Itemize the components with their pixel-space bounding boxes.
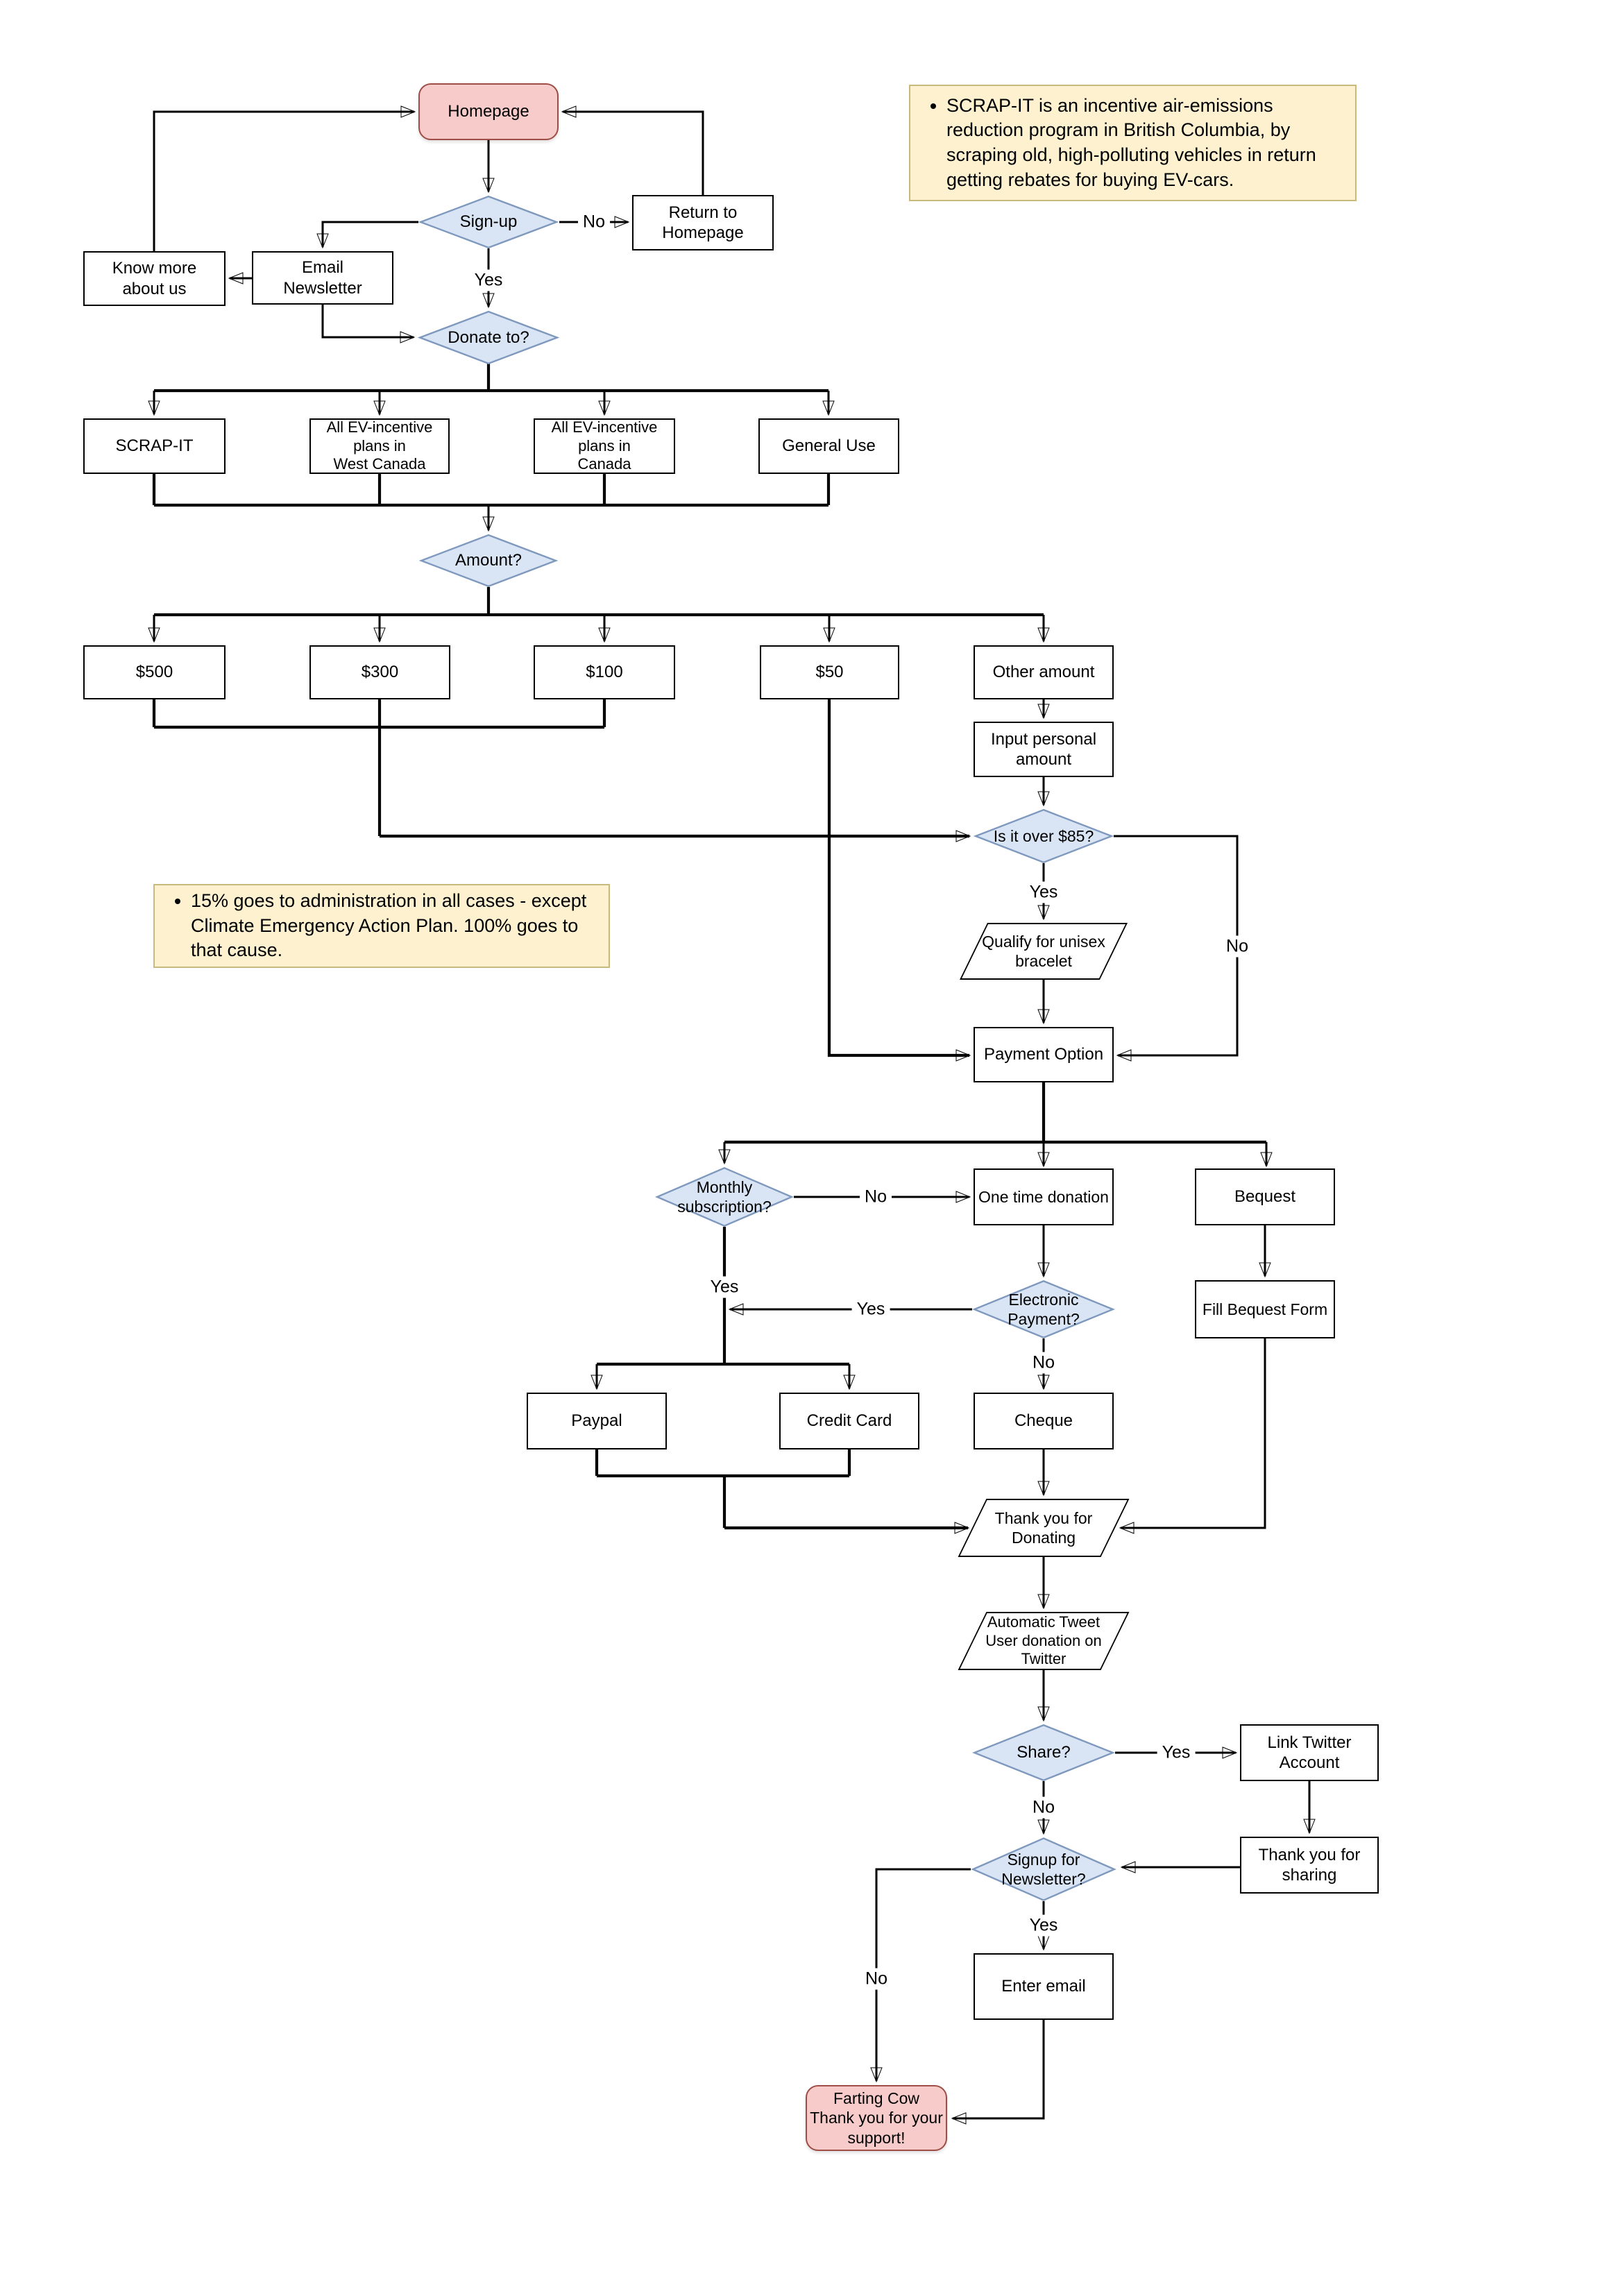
edge-label-electronic-yes: Yes	[851, 1298, 890, 1320]
note-admin-info: 15% goes to administration in all cases …	[153, 884, 610, 968]
decision-amount-label: Amount?	[454, 551, 522, 570]
node-homepage: Homepage	[418, 83, 559, 140]
node-email-newsletter-label: Email Newsletter	[283, 258, 362, 298]
node-thank-you-donating-label: Thank you for Donating	[994, 1508, 1093, 1547]
edge-label-over85-yes: Yes	[1024, 881, 1063, 903]
node-know-more-label: Know more about us	[112, 259, 197, 298]
node-bequest: Bequest	[1195, 1168, 1335, 1225]
note-scrapit-text: SCRAP-IT is an incentive air-emissions r…	[946, 94, 1343, 193]
node-ev-west: All EV-incentive plans in West Canada	[309, 418, 450, 474]
node-return-homepage: Return to Homepage	[632, 195, 774, 250]
node-email-newsletter: Email Newsletter	[252, 251, 393, 305]
node-farting-cow-label: Farting Cow Thank you for your support!	[810, 2089, 943, 2147]
node-input-personal: Input personal amount	[974, 722, 1114, 777]
node-ev-canada-label: All EV-incentive plans in Canada	[551, 418, 658, 473]
node-amount-100: $100	[534, 645, 675, 699]
node-know-more: Know more about us	[83, 251, 226, 306]
node-fill-bequest-form-label: Fill Bequest Form	[1202, 1300, 1328, 1318]
note-admin-text: 15% goes to administration in all cases …	[191, 889, 596, 963]
decision-electronic: Electronic Payment?	[972, 1280, 1115, 1338]
decision-signup-newsletter-label: Signup for Newsletter?	[1001, 1850, 1086, 1888]
decision-over85: Is it over $85?	[974, 809, 1114, 863]
edge-label-share-no: No	[1028, 1796, 1060, 1819]
node-ev-canada: All EV-incentive plans in Canada	[534, 418, 675, 474]
node-thanks-sharing: Thank you for sharing	[1240, 1837, 1379, 1894]
node-amount-50-label: $50	[815, 663, 844, 682]
node-link-twitter: Link Twitter Account	[1240, 1724, 1379, 1781]
node-auto-tweet: Automatic Tweet User donation on Twitter	[957, 1612, 1130, 1670]
edge-label-monthly-yes: Yes	[705, 1276, 744, 1298]
node-fill-bequest-form: Fill Bequest Form	[1195, 1280, 1335, 1338]
node-amount-500: $500	[83, 645, 226, 699]
node-link-twitter-label: Link Twitter Account	[1267, 1733, 1352, 1772]
node-thanks-sharing-label: Thank you for sharing	[1258, 1845, 1361, 1885]
node-payment-option: Payment Option	[974, 1027, 1114, 1082]
node-one-time-donation: One time donation	[974, 1168, 1114, 1225]
node-amount-300: $300	[309, 645, 450, 699]
decision-electronic-label: Electronic Payment?	[1008, 1290, 1080, 1328]
node-homepage-label: Homepage	[448, 102, 529, 121]
node-general-use-label: General Use	[782, 436, 876, 456]
node-scrap-it: SCRAP-IT	[83, 418, 226, 474]
decision-amount: Amount?	[419, 534, 558, 587]
edge-label-monthly-no: No	[860, 1186, 892, 1208]
node-auto-tweet-label: Automatic Tweet User donation on Twitter	[985, 1613, 1102, 1668]
node-one-time-donation-label: One time donation	[978, 1187, 1109, 1206]
decision-share-label: Share?	[1017, 1743, 1071, 1762]
decision-donate-to: Donate to?	[418, 311, 559, 364]
edge-label-signup-yes: Yes	[469, 269, 508, 291]
node-paypal: Paypal	[527, 1393, 667, 1449]
decision-share: Share?	[972, 1724, 1115, 1781]
node-paypal-label: Paypal	[571, 1411, 622, 1431]
decision-signup-label: Sign-up	[459, 212, 518, 232]
edge-label-over85-no: No	[1221, 935, 1253, 958]
node-enter-email-label: Enter email	[1001, 1977, 1086, 1996]
node-farting-cow: Farting Cow Thank you for your support!	[806, 2085, 947, 2151]
decision-monthly: Monthly subscription?	[655, 1167, 794, 1227]
node-amount-300-label: $300	[361, 663, 399, 682]
node-return-homepage-label: Return to Homepage	[662, 203, 744, 242]
edge-label-electronic-no: No	[1028, 1352, 1060, 1374]
node-other-amount: Other amount	[974, 645, 1114, 699]
node-enter-email: Enter email	[974, 1953, 1114, 2020]
decision-signup-newsletter: Signup for Newsletter?	[971, 1837, 1116, 1901]
edge-label-signup-no: No	[578, 211, 610, 233]
node-payment-option-label: Payment Option	[983, 1045, 1104, 1064]
node-amount-500-label: $500	[135, 663, 173, 682]
node-input-personal-label: Input personal amount	[990, 729, 1097, 769]
node-qualify-bracelet-label: Qualify for unisex bracelet	[982, 932, 1105, 970]
node-cheque-label: Cheque	[1014, 1411, 1073, 1431]
decision-signup: Sign-up	[418, 196, 559, 248]
node-ev-west-label: All EV-incentive plans in West Canada	[326, 418, 433, 473]
node-amount-50: $50	[760, 645, 899, 699]
node-other-amount-label: Other amount	[992, 663, 1095, 682]
node-credit-card-label: Credit Card	[806, 1411, 892, 1431]
node-bequest-label: Bequest	[1234, 1187, 1296, 1207]
node-general-use: General Use	[758, 418, 899, 474]
edge-label-share-yes: Yes	[1157, 1742, 1196, 1764]
decision-monthly-label: Monthly subscription?	[677, 1177, 772, 1216]
node-credit-card: Credit Card	[779, 1393, 919, 1449]
node-qualify-bracelet: Qualify for unisex bracelet	[958, 923, 1129, 980]
edge-label-newsletter-no: No	[860, 1968, 892, 1990]
node-amount-100-label: $100	[586, 663, 623, 682]
note-scrapit-info: SCRAP-IT is an incentive air-emissions r…	[909, 85, 1357, 201]
decision-donate-to-label: Donate to?	[448, 328, 529, 347]
node-scrap-it-label: SCRAP-IT	[115, 436, 194, 456]
node-thank-you-donating: Thank you for Donating	[957, 1499, 1130, 1557]
edge-label-newsletter-yes: Yes	[1024, 1914, 1063, 1937]
node-cheque: Cheque	[974, 1393, 1114, 1449]
decision-over85-label: Is it over $85?	[993, 826, 1094, 845]
